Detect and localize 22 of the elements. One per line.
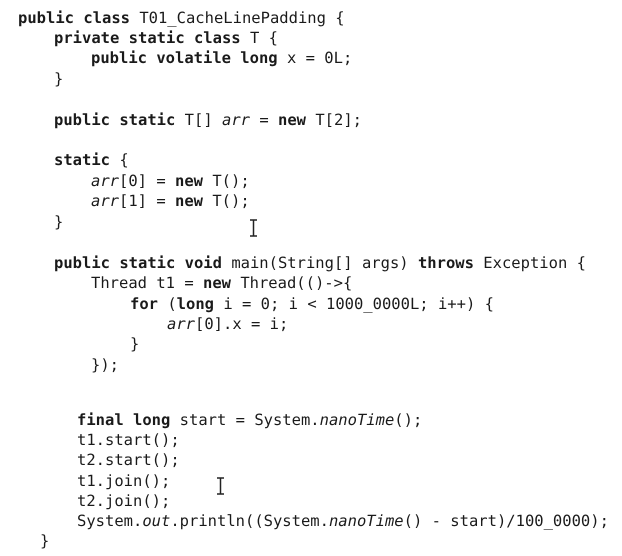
code-line: arr[1] = new T();: [91, 191, 250, 211]
code-line: arr[0] = new T();: [91, 171, 250, 191]
code-line: }: [130, 334, 140, 354]
code-line: public class T01_CacheLinePadding {: [18, 8, 345, 28]
code-line: }: [40, 531, 50, 551]
code-line: final long start = System.nanoTime();: [77, 410, 422, 430]
code-line: }: [54, 212, 64, 232]
code-line: t1.join();: [77, 471, 170, 491]
code-line: public static T[] arr = new T[2];: [54, 110, 362, 130]
code-line: });: [91, 355, 119, 375]
code-line: public static void main(String[] args) throws Exception {: [54, 253, 586, 273]
code-line: t2.join();: [77, 491, 170, 511]
code-line: public volatile long x = 0L;: [91, 48, 352, 68]
code-line: Thread t1 = new Thread(()->{: [91, 273, 352, 293]
code-line: }: [54, 69, 64, 89]
code-line: t1.start();: [77, 430, 180, 450]
code-line: private static class T {: [54, 28, 278, 48]
code-line: System.out.println((System.nanoTime() - start)/100_0000);: [77, 511, 609, 531]
code-line: static {: [54, 150, 129, 170]
code-line: for (long i = 0; i < 1000_0000L; i++) {: [130, 294, 494, 314]
code-line: arr[0].x = i;: [167, 314, 288, 334]
code-line: t2.start();: [77, 450, 180, 470]
